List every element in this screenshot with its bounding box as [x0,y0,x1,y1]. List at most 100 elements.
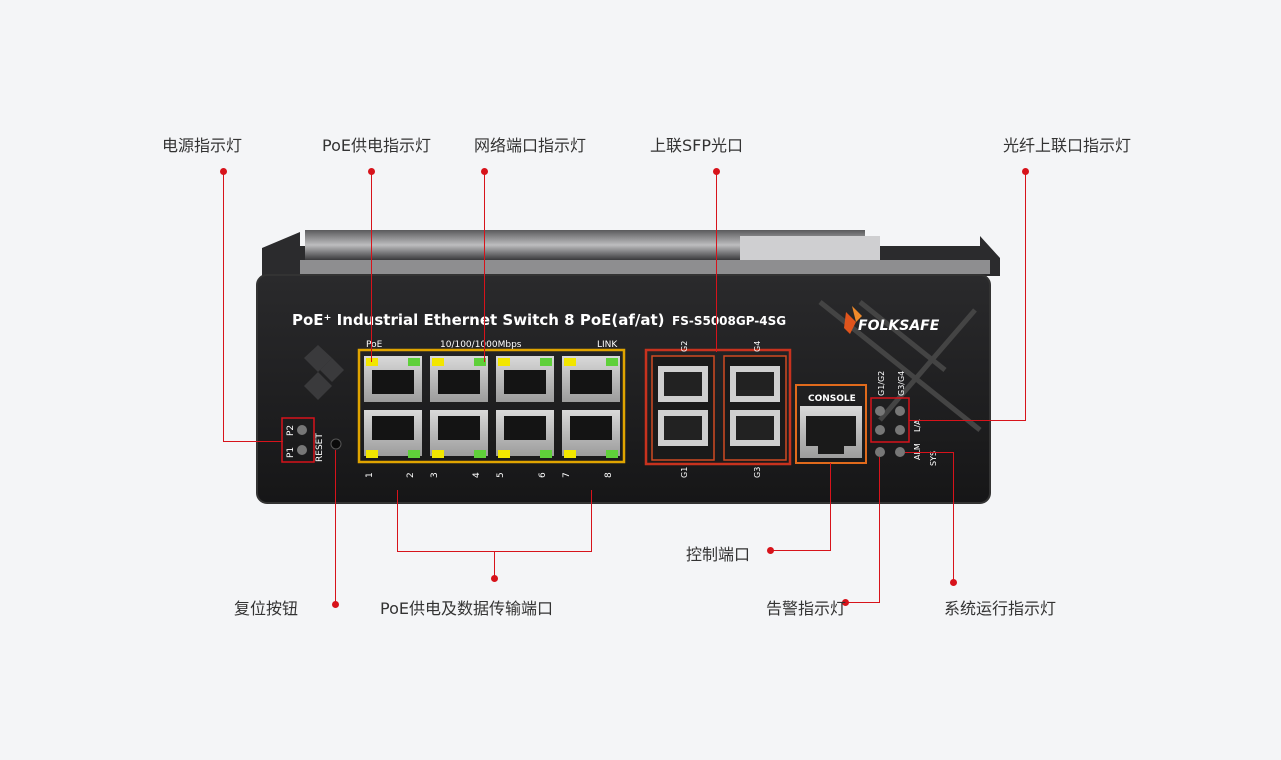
system-led [895,447,905,457]
leader-power [223,172,224,442]
port-number-7: 7 [562,472,572,478]
leader-poe [371,172,372,362]
label-reset: RESET [315,433,325,462]
callout-system-led: 系统运行指示灯 [944,599,1057,618]
leader-alarm-v [879,457,880,603]
port-number-4: 4 [472,472,482,478]
dot-poe [368,168,375,175]
callout-poe-ports: PoE供电及数据传输端口 [380,599,553,618]
label-p1: P1 [286,447,296,458]
label-speed: 10/100/1000Mbps [440,340,522,350]
brand-name: FOLKSAFE [858,318,940,334]
link-led [606,450,618,458]
reset-button[interactable] [330,438,342,450]
dot-console [767,547,774,554]
callout-poe-led: PoE供电指示灯 [322,136,431,155]
alarm-led [875,447,885,457]
dot-reset [332,601,339,608]
port-number-3: 3 [430,472,440,478]
dot-sfp [713,168,720,175]
power-led-p1 [297,445,307,455]
poe-led [366,358,378,366]
rj45-port-socket [438,416,480,440]
poe-port-block-highlight [357,348,626,464]
fiber-led-2 [895,406,905,416]
callout-reset-button: 复位按钮 [234,599,299,618]
brand-logo: FOLKSAFE [844,306,940,334]
callout-fiber-led: 光纤上联口指示灯 [1003,136,1132,155]
port-number-1: 1 [365,472,375,478]
poe-led [498,358,510,366]
leader-sfp [716,172,717,352]
poe-led [432,450,444,458]
sfp-port-group: G2 G4 G1 G3 [644,341,792,478]
rj45-port-socket [570,370,612,394]
poe-led [564,450,576,458]
link-led [408,358,420,366]
brand-logo-mark [304,345,344,400]
fiber-led-1 [875,406,885,416]
label-p2: P2 [286,425,296,436]
leader-ports-l [397,490,398,552]
dot-alarm [842,599,849,606]
sfp-label-g3: G3 [753,467,762,478]
leader-ports-r [591,490,592,552]
port-number-5: 5 [496,472,506,478]
leader-console-v [830,463,831,551]
leader-console-h [770,550,831,551]
link-led [606,358,618,366]
rj45-port-socket [504,416,546,440]
sfp-group-highlight [644,348,792,466]
leader-fiber-h [909,420,1026,421]
rj45-port-socket [504,370,546,394]
poe-led [498,450,510,458]
link-led [408,450,420,458]
leader-fiber [1025,172,1026,420]
poe-led [432,358,444,366]
dot-ports [491,575,498,582]
console-port-highlight [795,384,867,464]
fiber-led-3 [875,425,885,435]
poe-led [564,358,576,366]
poe-led [366,450,378,458]
link-led [540,358,552,366]
leader-reset [335,450,336,602]
label-g3g4: G3/G4 [897,371,906,396]
leader-network [484,172,485,362]
sfp-label-g1: G1 [680,467,689,478]
rj45-port-socket [372,416,414,440]
callout-uplink-sfp: 上联SFP光口 [650,136,744,155]
link-led [474,358,486,366]
sfp-label-g2: G2 [680,341,689,352]
rj45-port-socket [570,416,612,440]
port-number-6: 6 [538,472,548,478]
label-link: LINK [597,340,618,350]
rj45-port-socket [372,370,414,394]
power-led-box [281,417,315,463]
console-label: CONSOLE [808,394,856,404]
leader-sys-v [953,452,954,582]
chassis-top [262,230,1000,276]
label-alm: ALM [913,443,922,460]
callout-console-port: 控制端口 [686,545,751,564]
sfp-label-g4: G4 [753,341,762,352]
callout-power-led: 电源指示灯 [162,136,243,155]
callout-alarm-led: 告警指示灯 [766,599,847,618]
power-led-p2 [297,425,307,435]
label-poe: PoE [366,340,383,350]
dot-power [220,168,227,175]
rj45-port-grid [364,356,620,458]
device-model: FS-S5008GP-4SG [672,314,786,328]
link-led [474,450,486,458]
fiber-led-4 [895,425,905,435]
dot-fiber [1022,168,1029,175]
link-led [540,450,552,458]
label-la: L/A [913,419,922,432]
label-g1g2: G1/G2 [877,371,886,396]
dot-network [481,168,488,175]
leader-power-h [223,441,283,442]
leader-sys-h [905,452,953,453]
rj45-port-socket [438,370,480,394]
